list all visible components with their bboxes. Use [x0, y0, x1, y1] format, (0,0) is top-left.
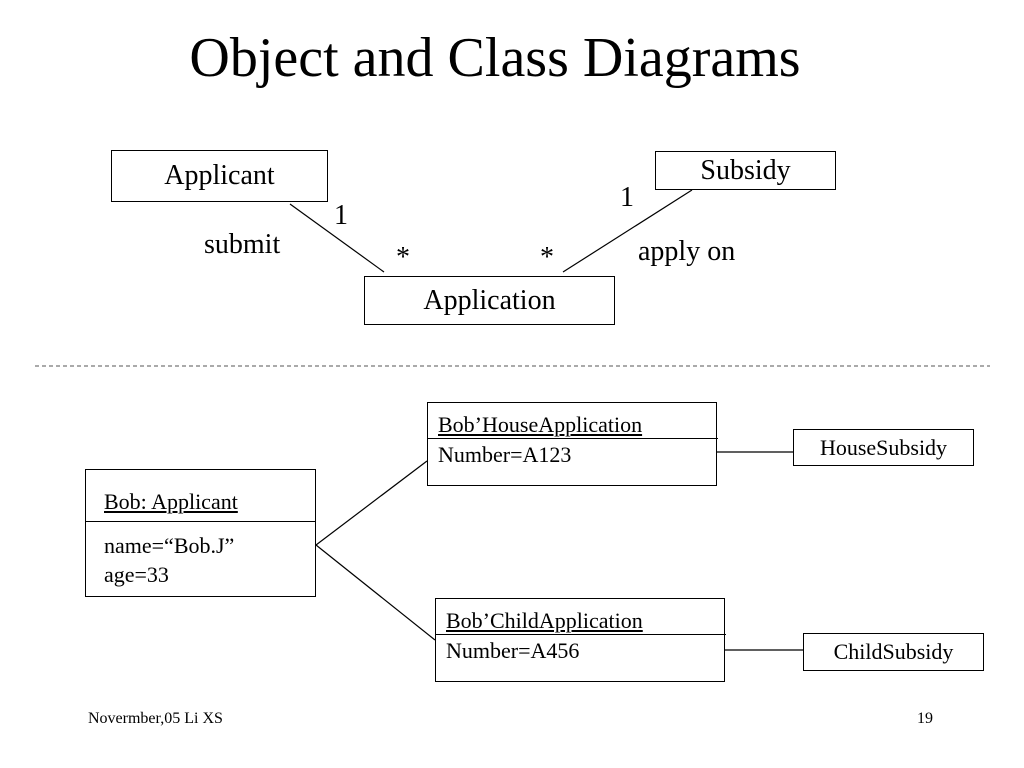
bob-to-child-application-link: [315, 544, 436, 641]
applicant-class-label: Applicant: [164, 160, 275, 191]
house-application-divider: [428, 438, 718, 439]
submit-association-label: submit: [204, 229, 281, 260]
footer-page-number: 19: [917, 710, 933, 727]
submit-applicant-multiplicity: 1: [334, 200, 348, 231]
bob-object-header: Bob: Applicant: [86, 470, 315, 522]
apply-on-association-line: [562, 189, 693, 273]
child-subsidy-object-box: ChildSubsidy: [803, 633, 984, 671]
application-class-box: Application: [364, 276, 615, 325]
apply-on-subsidy-multiplicity: 1: [620, 182, 634, 213]
child-application-object-box: Bob’ChildApplication Number=A456: [435, 598, 726, 682]
child-application-object-name: Bob’ChildApplication: [446, 608, 643, 633]
apply-on-association-label: apply on: [638, 236, 736, 267]
house-application-number: Number=A123: [438, 442, 572, 467]
bob-object-name: Bob: Applicant: [104, 489, 238, 514]
bob-age-attribute: age=33: [104, 562, 169, 588]
application-class-label: Application: [423, 284, 556, 316]
house-application-object-box: Bob’HouseApplication Number=A123: [427, 402, 718, 486]
subsidy-class-label: Subsidy: [700, 154, 791, 186]
bob-to-house-application-link: [315, 460, 428, 546]
submit-application-multiplicity: *: [396, 242, 410, 273]
footer-author: Novermber,05 Li XS: [88, 710, 223, 727]
house-subsidy-object-box: HouseSubsidy: [793, 429, 974, 466]
bob-object-box: Bob: Applicant name=“Bob.J” age=33: [85, 469, 316, 597]
child-subsidy-label: ChildSubsidy: [833, 639, 954, 664]
applicant-class-box: Applicant: [111, 150, 328, 202]
bob-object-attributes: name=“Bob.J” age=33: [86, 522, 315, 587]
child-application-divider: [436, 634, 726, 635]
slide-title: Object and Class Diagrams: [189, 27, 801, 89]
child-application-number: Number=A456: [446, 638, 580, 663]
apply-on-application-multiplicity: *: [540, 242, 554, 273]
house-application-object-name: Bob’HouseApplication: [438, 412, 643, 437]
house-subsidy-label: HouseSubsidy: [819, 434, 948, 460]
subsidy-class-box: Subsidy: [655, 151, 836, 190]
submit-association-line: [289, 203, 385, 273]
bob-name-attribute: name=“Bob.J”: [104, 533, 235, 558]
